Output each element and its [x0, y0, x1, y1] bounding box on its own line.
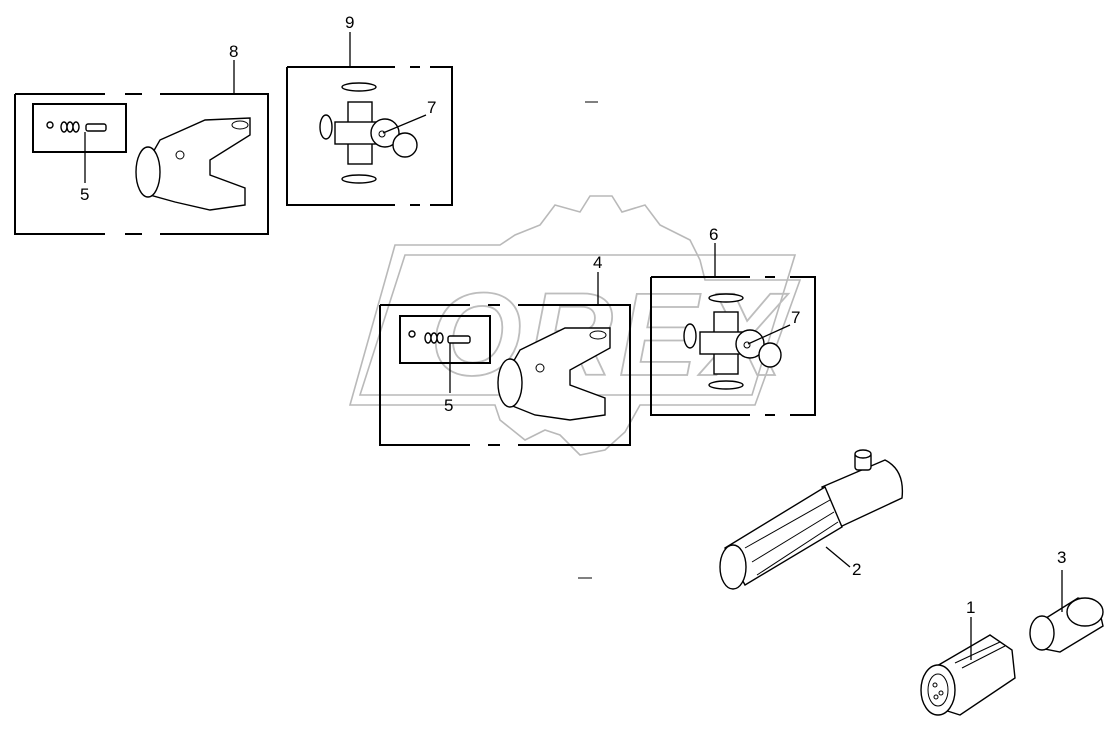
repair-kit-box [32, 103, 127, 153]
callout-1: 1 [966, 598, 975, 617]
callout-8: 8 [229, 42, 238, 61]
spline-shaft-adapter: 2 [719, 449, 904, 590]
universal-joint-cross-center [683, 293, 782, 390]
callout-7-top: 7 [427, 98, 436, 117]
hydraulic-adapter-fitting: 3 [1029, 548, 1104, 653]
repair-kit-box-center [399, 315, 491, 364]
assembly-box-4: 4 5 [379, 253, 631, 446]
callout-5-top: 5 [80, 185, 89, 204]
quick-coupler: 1 [920, 598, 1016, 716]
assembly-box-6: 6 7 [650, 225, 816, 416]
callout-2: 2 [852, 560, 861, 579]
yoke-part-center [497, 327, 611, 421]
yoke-part [135, 117, 251, 211]
assembly-box-8: 8 5 [14, 42, 269, 235]
callout-9: 9 [345, 13, 354, 32]
callout-3: 3 [1057, 548, 1066, 567]
universal-joint-cross [319, 82, 418, 184]
callout-4: 4 [593, 253, 602, 272]
callout-6: 6 [709, 225, 718, 244]
assembly-box-9: 9 7 [286, 13, 453, 206]
callout-5-center: 5 [444, 396, 453, 415]
callout-7-center: 7 [791, 308, 800, 327]
